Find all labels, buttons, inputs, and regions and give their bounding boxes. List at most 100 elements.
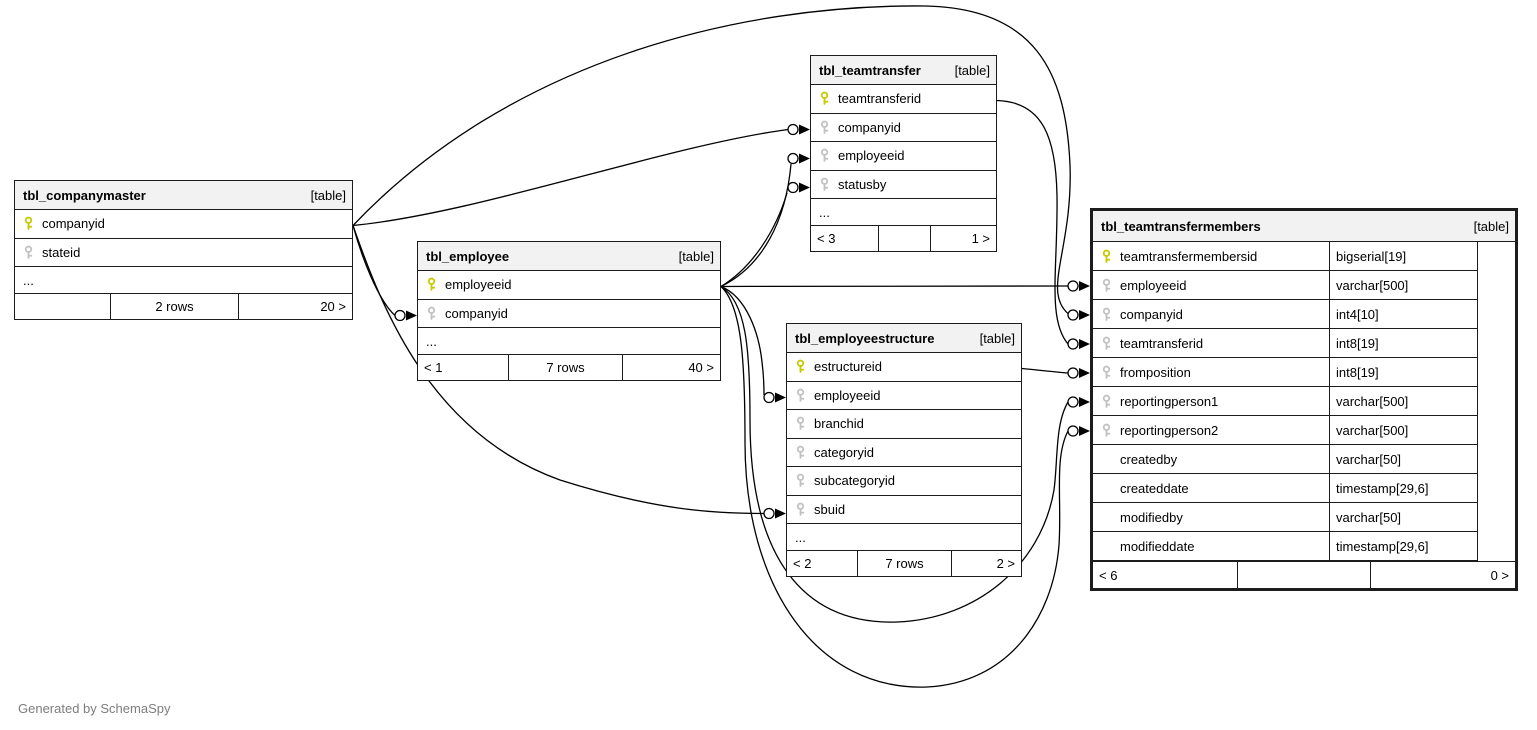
foreign-key-icon <box>1102 278 1111 292</box>
footer-right: 0 > <box>1490 567 1509 583</box>
footer-left <box>15 294 111 319</box>
footer-left: < 2 <box>787 551 858 576</box>
table-title: tbl_employee <box>426 248 510 264</box>
footer-left: < 3 <box>811 226 879 251</box>
column-name: companyid <box>42 216 105 232</box>
table-tag: [table] <box>1473 218 1509 234</box>
column-row: employeeid varchar[500] <box>1093 271 1515 300</box>
table-title: tbl_teamtransfer <box>819 62 921 78</box>
row-count <box>1238 562 1371 588</box>
table-footer: < 6 0 > <box>1093 561 1515 588</box>
table-employeestructure: tbl_employeestructure [table] estructure… <box>786 323 1022 577</box>
footer-left: < 6 <box>1093 562 1238 588</box>
table-header[interactable]: tbl_employee [table] <box>418 242 720 271</box>
column-row: estructureid <box>787 353 1021 382</box>
column-row: companyid <box>418 300 720 328</box>
row-count: 7 rows <box>858 551 952 576</box>
table-footer: < 1 7 rows 40 > <box>418 355 720 380</box>
column-name: employeeid <box>1120 277 1187 293</box>
relation-employee-teamtransfer-statusby <box>720 192 788 288</box>
foreign-key-icon <box>1102 307 1111 321</box>
column-name: teamtransfermembersid <box>1120 248 1258 264</box>
table-title: tbl_teamtransfermembers <box>1101 218 1261 234</box>
column-row: modifiedby varchar[50] <box>1093 503 1515 532</box>
relation-companymaster-members-companyid <box>352 5 1071 314</box>
table-header[interactable]: tbl_companymaster [table] <box>15 181 352 210</box>
column-name: modifiedby <box>1120 509 1183 525</box>
table-tag: [table] <box>954 62 990 78</box>
relation-employee-members-reportingperson2 <box>720 286 1069 688</box>
column-name: branchid <box>814 416 864 432</box>
table-teamtransfermembers: tbl_teamtransfermembers [table] teamtran… <box>1090 208 1518 591</box>
relation-teamtransfer-members-teamtransferid <box>996 99 1069 345</box>
column-name: modifieddate <box>1120 538 1195 554</box>
column-row: teamtransferid <box>811 85 996 114</box>
row-count: 2 rows <box>111 294 239 319</box>
columns-ellipsis: ... <box>787 524 1021 551</box>
column-type: int8[19] <box>1330 329 1478 358</box>
column-row: modifieddate timestamp[29,6] <box>1093 532 1515 561</box>
column-name: teamtransferid <box>838 91 922 107</box>
column-row: createddate timestamp[29,6] <box>1093 474 1515 503</box>
column-type: varchar[500] <box>1330 271 1478 300</box>
foreign-key-icon <box>820 148 829 163</box>
column-row: companyid <box>15 210 352 239</box>
column-name: stateid <box>42 244 81 260</box>
foreign-key-icon <box>796 473 805 488</box>
table-footer: 2 rows 20 > <box>15 294 352 319</box>
fk-endpoint-markers <box>394 123 1090 520</box>
column-name: employeeid <box>838 148 905 164</box>
row-count <box>879 226 931 251</box>
column-name: createdby <box>1120 451 1178 467</box>
column-row: employeeid <box>811 142 996 171</box>
column-row: employeeid <box>787 382 1021 410</box>
column-name: fromposition <box>1120 364 1191 380</box>
column-row: reportingperson1 varchar[500] <box>1093 387 1515 416</box>
column-name: companyid <box>445 305 508 321</box>
relation-companymaster-teamtransfer-companyid <box>352 128 789 227</box>
column-name: employeeid <box>445 277 512 293</box>
column-type: int8[19] <box>1330 358 1478 387</box>
column-type: varchar[50] <box>1330 445 1478 474</box>
column-type: varchar[50] <box>1330 503 1478 532</box>
column-row: employeeid <box>418 271 720 300</box>
column-type: bigserial[19] <box>1330 242 1478 271</box>
relation-employee-members-reportingperson1 <box>720 285 1069 623</box>
column-row: stateid <box>15 239 352 267</box>
column-row: createdby varchar[50] <box>1093 445 1515 474</box>
column-row: sbuid <box>787 496 1021 524</box>
relation-employee-members-employeeid <box>720 285 1069 288</box>
column-type: varchar[500] <box>1330 387 1478 416</box>
table-header[interactable]: tbl_employeestructure [table] <box>787 324 1021 353</box>
foreign-key-icon <box>427 306 436 320</box>
table-footer: < 2 7 rows 2 > <box>787 551 1021 576</box>
foreign-key-icon <box>796 416 805 431</box>
foreign-key-icon <box>820 120 829 134</box>
column-name: estructureid <box>814 359 882 375</box>
foreign-key-icon <box>796 388 805 402</box>
column-name: statusby <box>838 176 887 192</box>
foreign-key-icon <box>1102 365 1111 379</box>
row-count: 7 rows <box>509 355 623 380</box>
column-row: fromposition int8[19] <box>1093 358 1515 387</box>
relation-employee-structure-employeeid <box>720 285 765 396</box>
table-teamtransfer: tbl_teamtransfer [table] teamtransferid … <box>810 55 997 252</box>
footer-right: 20 > <box>320 299 346 314</box>
primary-key-icon <box>1102 249 1111 263</box>
column-row: companyid <box>811 114 996 142</box>
column-row: companyid int4[10] <box>1093 300 1515 329</box>
foreign-key-icon <box>796 445 805 459</box>
foreign-key-icon <box>24 245 33 259</box>
foreign-key-icon <box>1102 336 1111 350</box>
column-row: categoryid <box>787 439 1021 467</box>
relation-employee-teamtransfer-employeeid <box>720 163 792 288</box>
table-header[interactable]: tbl_teamtransfermembers [table] <box>1093 211 1515 242</box>
foreign-key-icon <box>820 177 829 191</box>
column-type: timestamp[29,6] <box>1330 532 1478 561</box>
table-tag: [table] <box>310 187 346 203</box>
table-header[interactable]: tbl_teamtransfer [table] <box>811 56 996 85</box>
column-row: subcategoryid <box>787 467 1021 496</box>
primary-key-icon <box>796 359 805 374</box>
column-name: reportingperson2 <box>1120 422 1219 438</box>
